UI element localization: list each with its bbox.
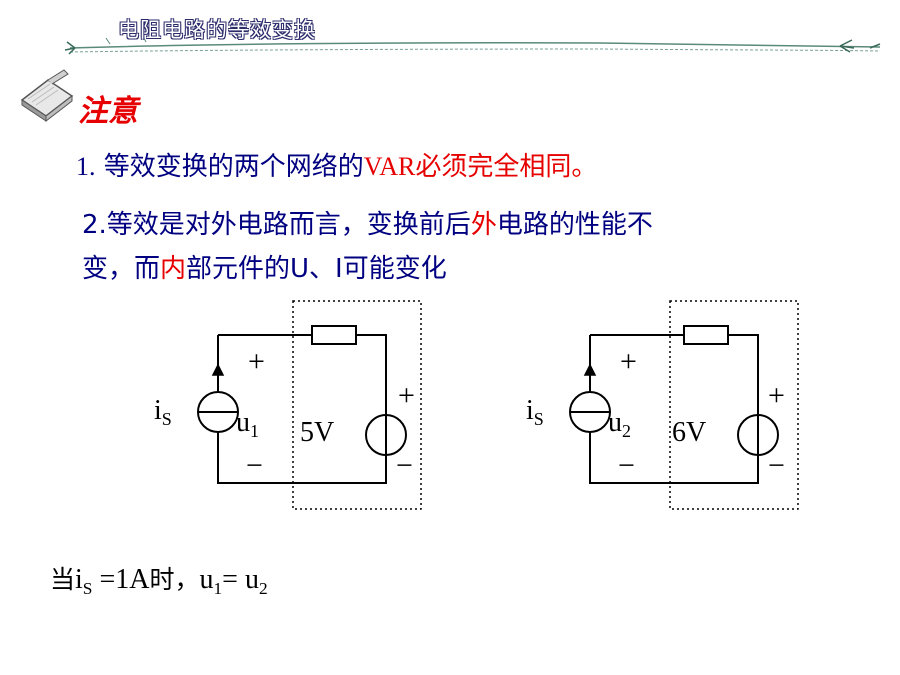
vine-decoration	[64, 35, 881, 55]
bottom-time: 时，	[149, 565, 200, 594]
dotted-box-1	[292, 300, 422, 510]
bottom-equals: =	[222, 564, 245, 595]
wire-loop-2	[589, 334, 759, 484]
bottom-i-sub: S	[82, 579, 93, 599]
plus-sign-source-1: +	[398, 379, 415, 412]
point-2-text-a: 2.等效是对外电路而言，变换前后	[82, 210, 471, 240]
bottom-u2: u	[244, 564, 259, 595]
point-2-text-d: 部元件的U、I可能变化	[186, 254, 447, 284]
bottom-equation: 当iS =1A时，u1= u2	[50, 560, 268, 599]
bottom-eq: =1A	[92, 564, 150, 595]
point-2-text-c: 变，而	[82, 254, 161, 284]
voltage-label-u1: u1	[236, 407, 259, 441]
header-title: 电阻电路的等效变换	[118, 18, 316, 42]
bottom-prefix: 当	[50, 565, 76, 594]
point-2-line-1: 2.等效是对外电路而言，变换前后外电路的性能不	[82, 204, 653, 241]
wire-loop-1	[217, 334, 387, 484]
bottom-u1-sub: 1	[213, 579, 223, 599]
circuit-2: + − + − iS u2 6V	[526, 300, 799, 510]
bottom-u1: u	[199, 564, 214, 595]
dotted-box-2	[669, 300, 799, 510]
bottom-i: i	[75, 564, 83, 595]
point-2-text-b: 电路的性能不	[496, 210, 653, 240]
point-1-number: 1.	[76, 152, 96, 181]
source-value-2: 6V	[672, 417, 706, 448]
point-1-var: VAR	[363, 152, 416, 181]
current-label-1: iS	[154, 395, 172, 429]
voltage-label-u2: u2	[608, 407, 631, 441]
minus-sign-u2: −	[618, 449, 635, 482]
note-title: 注意	[78, 94, 138, 129]
voltage-source-1	[365, 414, 407, 456]
plus-sign-u1: +	[248, 345, 265, 378]
point-1: 1. 等效变换的两个网络的VAR必须完全相同。	[76, 146, 597, 183]
header-decoration	[64, 35, 881, 55]
resistor-2	[683, 325, 729, 345]
voltage-source-2	[737, 414, 779, 456]
bottom-u2-sub: 2	[258, 579, 268, 599]
current-source-1	[197, 363, 239, 433]
minus-sign-source-2: −	[768, 449, 785, 482]
resistor-1	[311, 325, 357, 345]
circuit-1: + − + − iS u1 5V	[154, 300, 422, 510]
source-value-1: 5V	[300, 417, 334, 448]
point-2-red-outer: 外	[470, 210, 497, 240]
plus-sign-source-2: +	[768, 379, 785, 412]
minus-sign-source-1: −	[396, 449, 413, 482]
book-icon	[20, 69, 74, 122]
point-2-line-2: 变，而内部元件的U、I可能变化	[82, 248, 447, 285]
plus-sign-u2: +	[620, 345, 637, 378]
current-label-2: iS	[526, 395, 544, 429]
minus-sign-u1: −	[246, 449, 263, 482]
current-source-2	[569, 363, 611, 433]
point-1-text-a: 等效变换的两个网络的	[103, 152, 364, 182]
point-2-red-inner: 内	[160, 254, 187, 284]
point-1-text-b: 必须完全相同。	[415, 152, 598, 182]
